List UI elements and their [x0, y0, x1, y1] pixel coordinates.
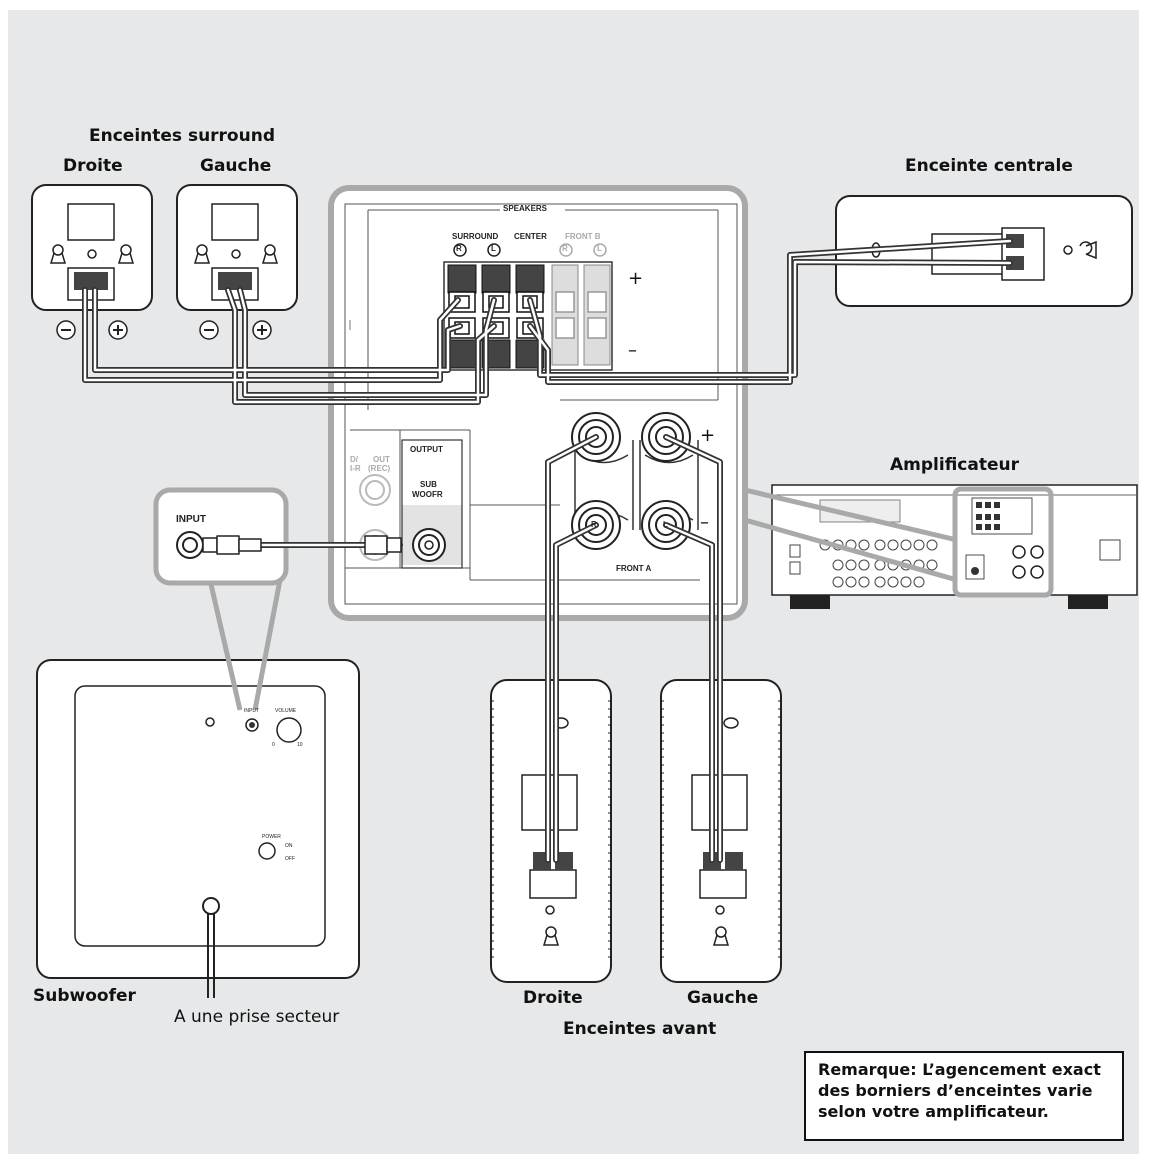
front-left-label: Gauche: [687, 988, 759, 1008]
input-callout-label: INPUT: [176, 514, 206, 525]
front-a-minus-sign: –: [700, 512, 709, 533]
front-b-l-marker: L: [597, 244, 602, 253]
surround-speakers-title: Enceintes surround: [89, 126, 275, 146]
output-panel-label: OUTPUT: [410, 445, 443, 454]
sub-off-label: OFF: [285, 856, 295, 862]
sub-volume-label: VOLUME: [275, 708, 297, 714]
center-speaker-label: Enceinte centrale: [905, 156, 1073, 176]
front-speakers-title: Enceintes avant: [563, 1019, 717, 1039]
surround-left-speaker: [176, 184, 298, 311]
front-a-l-marker: L: [663, 520, 668, 529]
panel-plus-sign: +: [628, 268, 644, 289]
outlet-label: A une prise secteur: [174, 1007, 340, 1027]
sub-on-label: ON: [285, 843, 293, 849]
surround-r-marker: R: [456, 244, 462, 253]
front-a-label: FRONT A: [616, 564, 652, 573]
front-b-terminal-label: FRONT B: [565, 232, 601, 241]
speaker-terminals: [443, 261, 613, 371]
sub-volume-max: 10: [297, 742, 303, 748]
surround-left-label: Gauche: [200, 156, 272, 176]
sub-volume-min: 0: [272, 742, 275, 748]
d-label: D/: [350, 455, 358, 464]
front-right-label: Droite: [523, 988, 583, 1008]
amplifier-unit: [771, 484, 1138, 609]
surround-right-speaker: [31, 184, 153, 311]
surround-terminal-label: SURROUND: [452, 232, 499, 241]
front-b-r-marker: R: [562, 244, 568, 253]
note-text: Remarque: L’agencement exact des bornier…: [818, 1060, 1101, 1121]
speakers-panel-label: SPEAKERS: [503, 204, 548, 213]
front-a-plus-sign: +: [700, 425, 716, 446]
out-label: OUT: [373, 455, 390, 464]
panel-minus-sign: –: [628, 340, 637, 361]
note-box: Remarque: L’agencement exact des bornier…: [804, 1051, 1124, 1141]
amplifier-label: Amplificateur: [890, 455, 1019, 475]
sub-label: SUB: [420, 480, 437, 489]
subwoofer-label: Subwoofer: [33, 986, 136, 1006]
surround-l-marker: L: [491, 244, 496, 253]
front-a-r-marker: R: [591, 520, 597, 529]
woofr-label: WOOFR: [412, 490, 443, 499]
ir-label: I-R: [350, 464, 361, 473]
center-terminal-label: CENTER: [514, 232, 547, 241]
subwoofer-unit: [36, 659, 360, 998]
speaker-cables: [82, 238, 1013, 863]
rec-label: (REC): [368, 464, 391, 473]
sub-input-label: INPUT: [244, 708, 259, 714]
surround-right-label: Droite: [63, 156, 123, 176]
center-speaker: [835, 195, 1133, 307]
sub-power-label: POWER: [262, 834, 281, 840]
